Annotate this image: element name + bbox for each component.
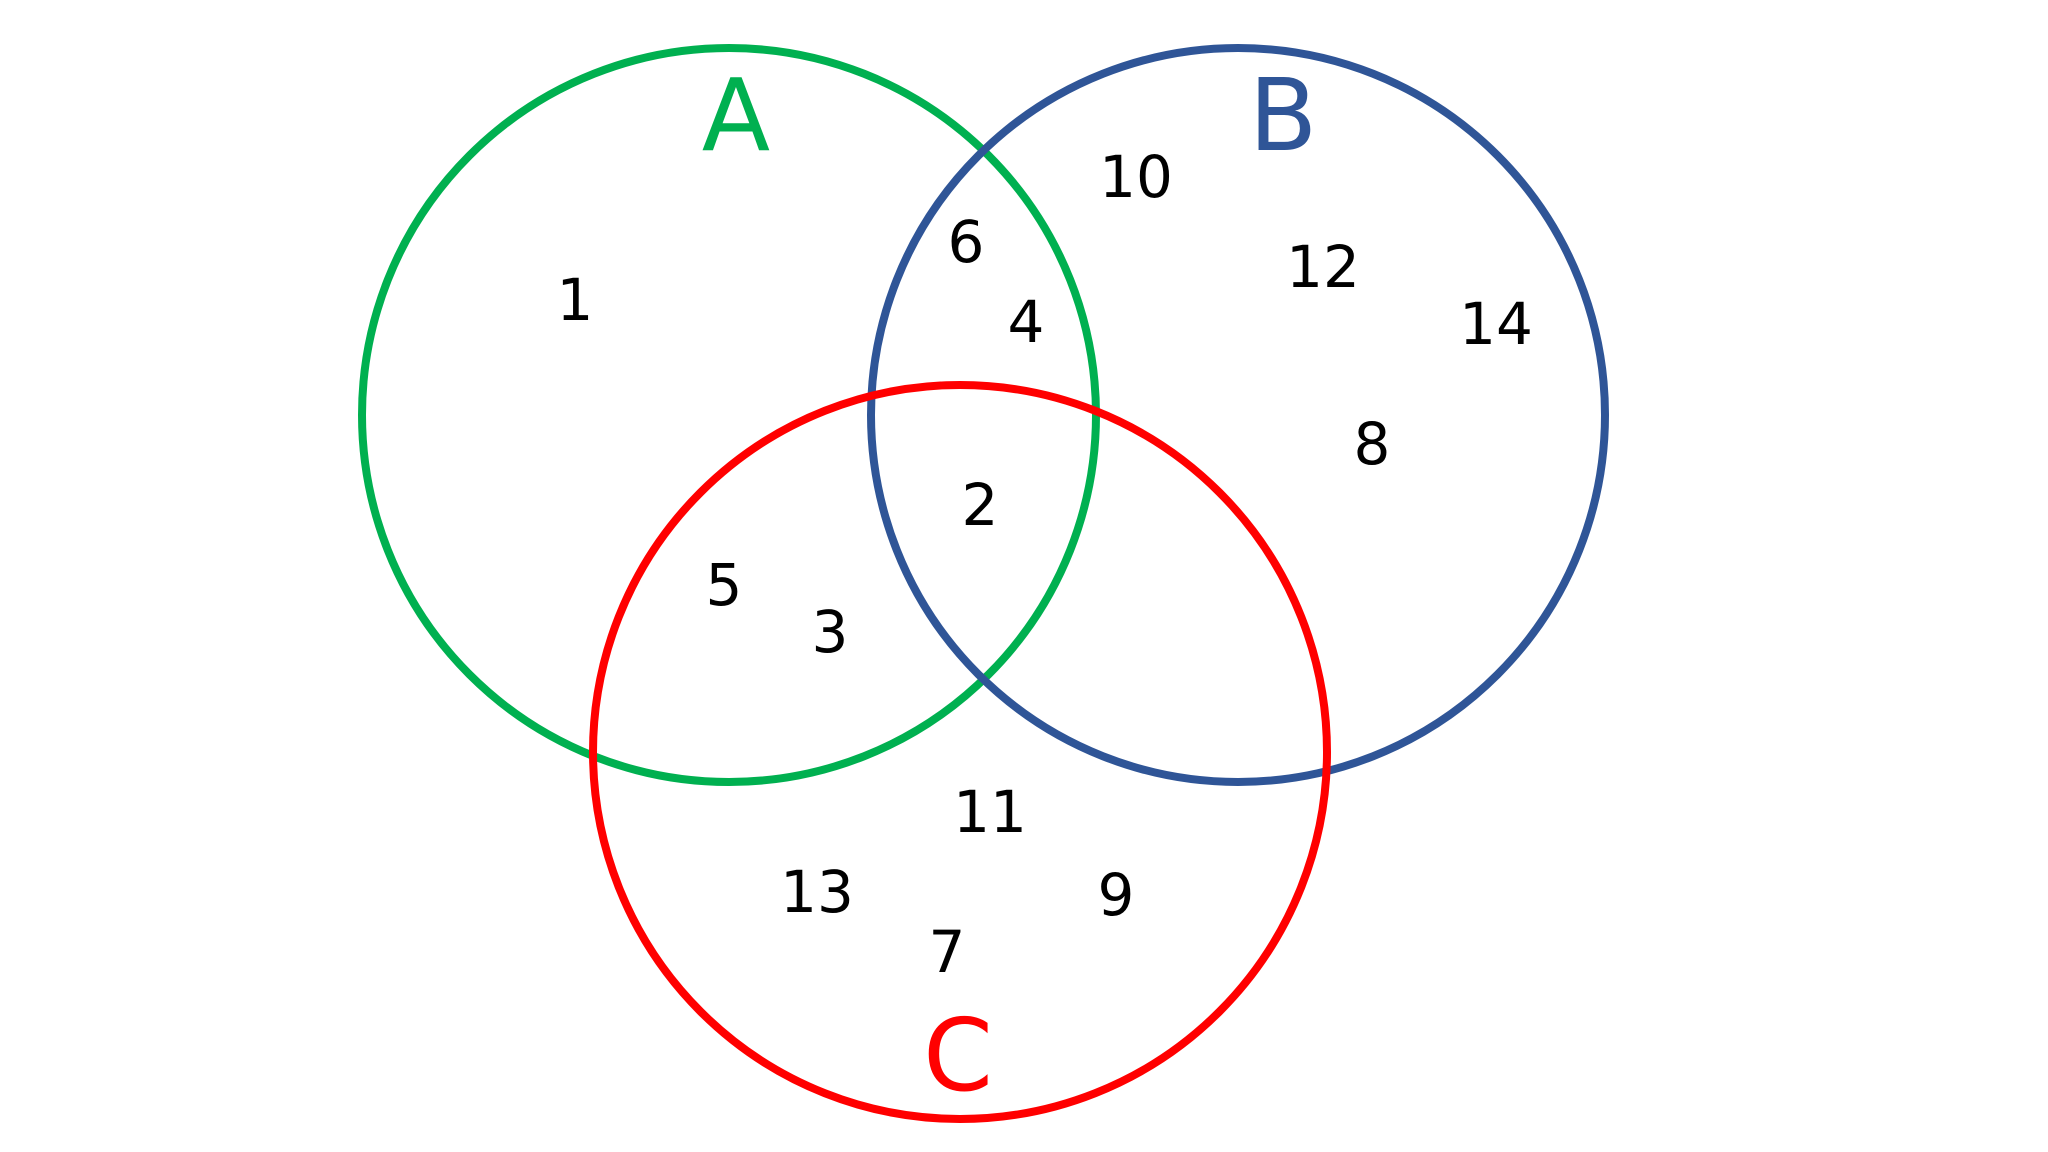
element-b-only: 8 [1354,410,1391,478]
set-a-label: A [702,57,770,174]
element-a-and-c: 3 [812,598,849,666]
element-a-and-b: 6 [948,208,985,276]
element-c-only: 11 [953,778,1027,846]
element-b-only: 14 [1459,290,1533,358]
element-c-only: 9 [1098,861,1135,929]
set-b-circle [867,44,1609,786]
element-b-only: 10 [1099,143,1173,211]
element-b-only: 12 [1286,233,1360,301]
element-a-and-c: 5 [706,551,743,619]
set-c-label: C [923,997,993,1114]
element-c-only: 13 [780,858,854,926]
element-c-only: 7 [929,918,966,986]
element-a-and-b: 4 [1008,288,1045,356]
set-c-circle [589,381,1331,1123]
set-b-label: B [1249,57,1318,174]
element-a-only: 1 [557,266,594,334]
element-a-and-b-and-c: 2 [962,471,999,539]
